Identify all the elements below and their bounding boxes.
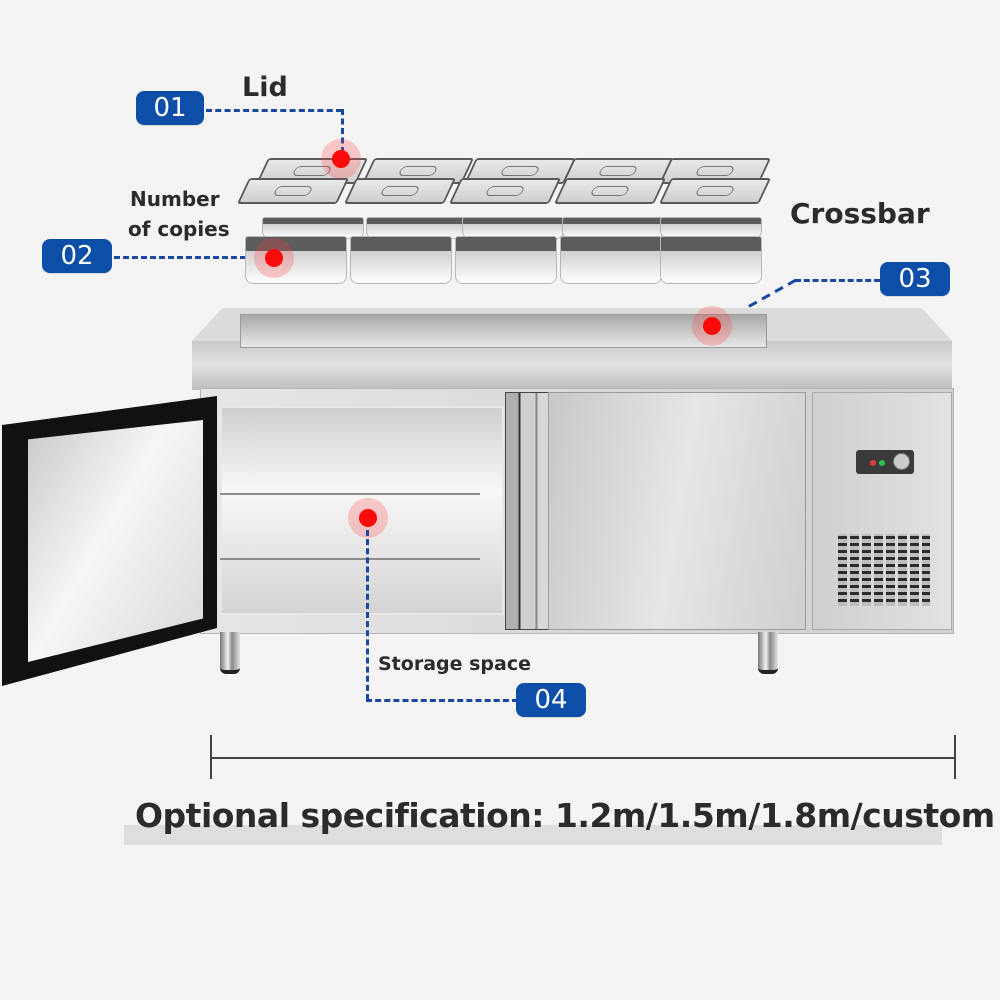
indicator-red-icon	[870, 460, 876, 466]
callout-badge-03: 03	[880, 262, 950, 296]
leader-line-04-v	[366, 530, 369, 700]
pan-well	[240, 314, 767, 348]
leader-line-01-v	[341, 109, 344, 153]
dimension-tick-right	[954, 735, 956, 779]
leader-line-04-h	[366, 699, 518, 702]
callout-label-copies-line2: of copies	[128, 217, 230, 241]
closed-door	[548, 392, 806, 630]
callout-label-lid: Lid	[242, 72, 288, 103]
marker-dot-crossbar	[692, 306, 732, 346]
leader-line-02	[114, 256, 264, 259]
temperature-control-panel	[856, 450, 914, 474]
door-handle	[505, 392, 549, 630]
spec-highlight-bar	[124, 825, 942, 845]
callout-label-crossbar: Crossbar	[790, 197, 930, 230]
open-door-panel	[28, 420, 203, 662]
marker-dot-copies	[254, 238, 294, 278]
dimension-line	[211, 757, 956, 759]
ventilation-grille	[838, 534, 930, 606]
spec-text: Optional specification: 1.2m/1.5m/1.8m/c…	[135, 796, 995, 835]
callout-badge-02: 02	[42, 239, 112, 273]
callout-badge-01: 01	[136, 91, 204, 125]
leader-line-01-h	[206, 109, 342, 112]
indicator-green-icon	[879, 460, 885, 466]
leg-left	[220, 632, 240, 674]
marker-dot-lid	[321, 139, 361, 179]
thermostat-dial-icon	[893, 453, 910, 470]
callout-label-copies-line1: Number	[130, 187, 220, 211]
callout-badge-04: 04	[516, 683, 586, 717]
callout-label-storage: Storage space	[378, 653, 531, 675]
leader-line-03-h	[795, 279, 880, 282]
leg-right	[758, 632, 778, 674]
